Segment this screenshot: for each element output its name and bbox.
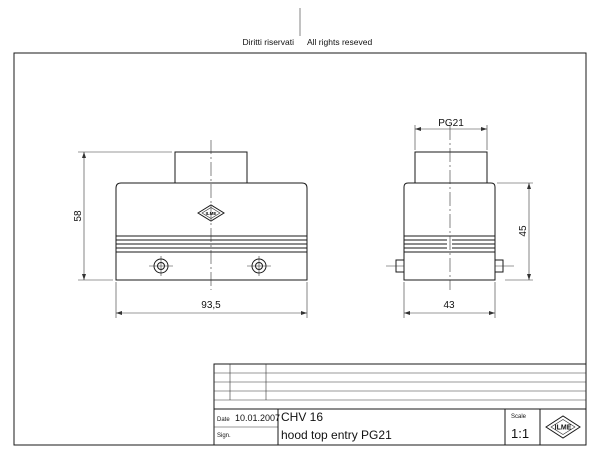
part-description: hood top entry PG21	[281, 428, 392, 442]
side-width-dimension: 43	[403, 282, 496, 318]
side-width-label: 43	[443, 300, 455, 311]
sign-label: Sign.	[217, 433, 231, 439]
date-label: Date	[217, 417, 230, 423]
scale-label: Scale	[511, 414, 527, 420]
title-block	[213, 363, 587, 446]
rights-english: All rights reseved	[307, 37, 372, 47]
scale-value: 1:1	[511, 426, 529, 441]
front-view: ILME	[115, 140, 308, 290]
side-height-label: 45	[518, 225, 529, 237]
drawing-frame	[13, 52, 587, 446]
side-ribs	[403, 236, 496, 253]
front-screw-left	[149, 256, 173, 276]
front-height-label: 58	[73, 210, 84, 222]
front-height-dimension: 58	[73, 151, 172, 281]
logo-text: ILME	[555, 425, 572, 432]
side-view	[386, 126, 514, 290]
side-screw-right	[494, 259, 514, 273]
front-base	[115, 251, 308, 281]
ilme-logo: ILME	[545, 415, 581, 439]
front-width-label: 93,5	[201, 300, 221, 311]
part-code: CHV 16	[281, 410, 323, 424]
front-hood-body	[115, 182, 308, 237]
side-base	[403, 251, 496, 281]
front-ribs	[115, 235, 308, 253]
front-screw-right	[247, 256, 271, 276]
side-cable-entry	[414, 151, 488, 184]
side-entry-dimension: PG21	[414, 118, 488, 150]
front-width-dimension: 93,5	[115, 282, 308, 318]
side-height-dimension: 45	[497, 182, 533, 281]
side-hood-body	[403, 182, 496, 237]
rights-italian: Diritti riservati	[243, 37, 295, 47]
side-entry-label: PG21	[438, 118, 464, 129]
side-screw-left	[386, 259, 405, 273]
date-value: 10.01.2007	[235, 413, 280, 423]
